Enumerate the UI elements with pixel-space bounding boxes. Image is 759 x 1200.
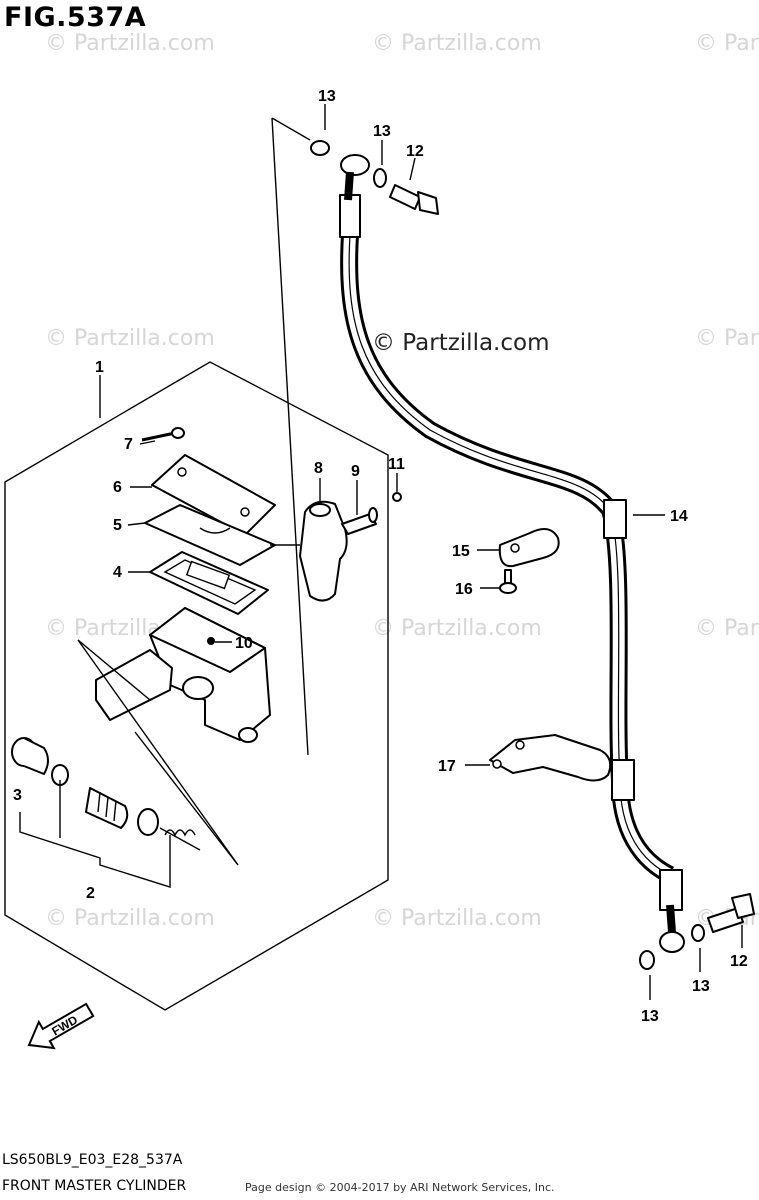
hose-bracket: [489, 734, 612, 782]
hose-clamp: [498, 528, 560, 568]
callout-4: 4: [113, 564, 122, 581]
figure-title: FIG.537A: [4, 2, 147, 33]
callout-11: 11: [388, 456, 405, 473]
callout-17: 17: [438, 758, 456, 775]
brake-hose: [339, 194, 683, 911]
cap-screw: [139, 427, 185, 445]
watermark: © Partzilla.com: [372, 616, 542, 641]
watermark: © Partzilla.com: [45, 31, 215, 56]
washer: [373, 168, 387, 188]
callout-5: 5: [113, 517, 122, 534]
watermark-main: © Partzilla.com: [372, 330, 550, 356]
callout-1: 1: [95, 359, 104, 376]
watermark: © Partzilla.com: [695, 616, 759, 641]
lever-bracket: [299, 500, 378, 602]
assembly-outline-box: [4, 361, 389, 1011]
watermarks: © Partzilla.com © Partzilla.com © Partzi…: [45, 31, 759, 931]
union-bolt-top: [389, 184, 439, 215]
washer: [691, 924, 705, 942]
callout-8: 8: [314, 460, 323, 477]
leader-line: [19, 812, 171, 888]
callout-12: 12: [406, 143, 424, 160]
fwd-arrow-icon: FWD: [27, 1002, 95, 1050]
callout-labels: 1 2 3 4 5 6 7 8 9 10 11 12 12 13 13 13 1…: [13, 88, 748, 1025]
copyright-notice: Page design © 2004-2017 by ARI Network S…: [245, 1181, 555, 1194]
watermark: © Partzilla.com: [695, 31, 759, 56]
clamp-bolt: [499, 569, 517, 594]
washer: [639, 950, 655, 970]
callout-13: 13: [318, 88, 336, 105]
watermark: © Partzilla.com: [372, 31, 542, 56]
callout-14: 14: [670, 508, 688, 525]
callout-7: 7: [124, 436, 133, 453]
master-cylinder-body: [95, 607, 271, 743]
callout-16: 16: [455, 581, 473, 598]
callout-13: 13: [692, 978, 710, 995]
watermark: © Partzilla.com: [695, 326, 759, 351]
banjo-fitting-bottom: [659, 931, 685, 953]
callout-15: 15: [452, 543, 470, 560]
callout-13: 13: [373, 123, 391, 140]
callout-9: 9: [351, 463, 360, 480]
watermark: © Partzilla.com: [372, 906, 542, 931]
piston-boot: [11, 737, 201, 851]
callout-2: 2: [86, 885, 95, 902]
callout-6: 6: [113, 479, 122, 496]
callout-12: 12: [730, 953, 748, 970]
banjo-fitting-top: [340, 154, 370, 176]
watermark: © Partzilla.com: [45, 906, 215, 931]
callout-13: 13: [641, 1008, 659, 1025]
union-bolt-bottom: [707, 893, 755, 933]
callout-10: 10: [235, 635, 253, 652]
figure-caption: FRONT MASTER CYLINDER: [2, 1178, 187, 1194]
watermark: © Partzilla.com: [45, 326, 215, 351]
model-code: LS650BL9_E03_E28_537A: [2, 1152, 183, 1168]
callout-3: 3: [13, 787, 22, 804]
washer: [310, 140, 330, 156]
